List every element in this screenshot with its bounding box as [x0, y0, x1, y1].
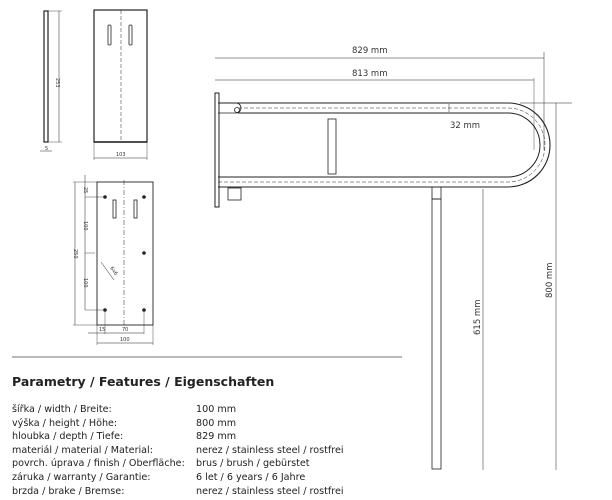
spec-row: povrch. úprava / finish / Oberfläche: bru…	[12, 457, 344, 471]
plate-top-offset-label: 25	[82, 187, 88, 193]
features-heading: Parametry / Features / Eigenschaften	[12, 374, 275, 389]
plate-lower-spacing-label: 100	[82, 278, 88, 288]
spec-label: šířka / width / Breite:	[12, 404, 112, 415]
side-height-label: 253	[54, 78, 60, 88]
spec-row: šířka / width / Breite: 100 mm	[12, 403, 344, 417]
plate-hole-label: 6x6	[108, 266, 118, 277]
spec-row: brzda / brake / Bremse: nerez / stainless…	[12, 485, 344, 499]
spec-row: výška / height / Höhe: 800 mm	[12, 417, 344, 431]
leg-height-label: 615 mm	[473, 300, 483, 336]
plate-left-offset-label: 15	[99, 327, 105, 333]
side-thickness-label: 5	[45, 146, 48, 152]
depth-label: 829 mm	[352, 46, 388, 56]
side-view: 253 5	[40, 10, 62, 152]
spec-label: povrch. úprava / finish / Oberfläche:	[12, 458, 185, 470]
spec-label: brzda / brake / Bremse:	[12, 485, 125, 497]
front-view: 103	[93, 9, 148, 160]
height-label: 800 mm	[545, 263, 555, 299]
plate-height-label: 250	[72, 249, 78, 259]
tube-diameter-label: 32 mm	[450, 121, 480, 131]
plate-hole-spacing-label: 70	[122, 327, 128, 333]
inner-depth-label: 813 mm	[352, 69, 388, 79]
mounting-plate-view: 25 100 250 100 15 70 100 6x6	[72, 175, 154, 345]
grab-bar-view: 32 mm 829 mm 813 mm 800 mm 615 mm	[214, 46, 572, 470]
spec-value: 6 let / 6 years / 6 Jahre	[196, 471, 306, 483]
spec-value: nerez / stainless steel / rostfrei	[196, 444, 344, 456]
spec-value: 829 mm	[196, 431, 237, 443]
spec-row: hloubka / depth / Tiefe: 829 mm	[12, 430, 344, 444]
spec-value: 800 mm	[196, 417, 237, 429]
plate-width-label: 100	[120, 337, 130, 343]
spec-value: brus / brush / gebürstet	[196, 458, 310, 470]
spec-row: záruka / warranty / Garantie: 6 let / 6 y…	[12, 471, 344, 485]
spec-row: materiál / material / Material: nerez / s…	[12, 444, 344, 458]
front-width-label: 103	[116, 152, 126, 158]
spec-label: hloubka / depth / Tiefe:	[12, 431, 124, 443]
spec-value: 100 mm	[196, 404, 237, 415]
spec-label: materiál / material / Material:	[12, 444, 153, 456]
plate-upper-spacing-label: 100	[82, 221, 88, 231]
spec-label: záruka / warranty / Garantie:	[12, 471, 151, 483]
features-table: šířka / width / Breite: 100 mm výška / he…	[12, 403, 344, 498]
spec-value: nerez / stainless steel / rostfrei	[196, 485, 344, 497]
spec-label: výška / height / Höhe:	[12, 417, 118, 429]
